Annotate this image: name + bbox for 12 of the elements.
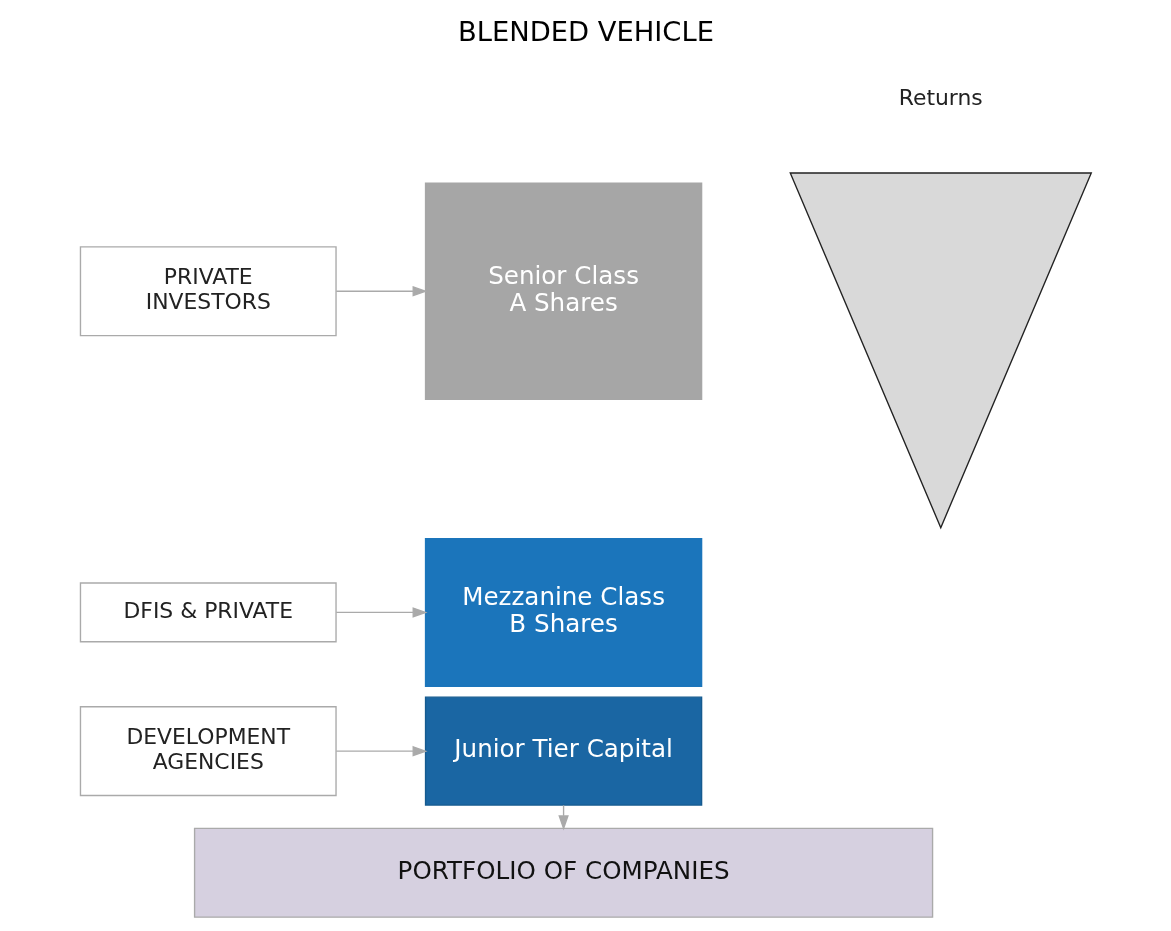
node-box: Junior Tier Capital	[424, 696, 702, 806]
node-box: PORTFOLIO OF COMPANIES	[193, 827, 933, 918]
arrow	[335, 745, 428, 757]
arrow	[335, 607, 428, 618]
node-label: Returns	[898, 84, 983, 110]
node-box: PRIVATE INVESTORS	[79, 246, 337, 337]
node-box: Mezzanine Class B Shares	[424, 537, 702, 687]
node-box: Senior Class A Shares	[424, 182, 702, 400]
diagram-title: BLENDED VEHICLE	[457, 16, 714, 48]
node-box: DFIS & PRIVATE	[79, 582, 337, 643]
arrow	[335, 286, 428, 297]
node-box: DEVELOPMENT AGENCIES	[79, 706, 337, 797]
